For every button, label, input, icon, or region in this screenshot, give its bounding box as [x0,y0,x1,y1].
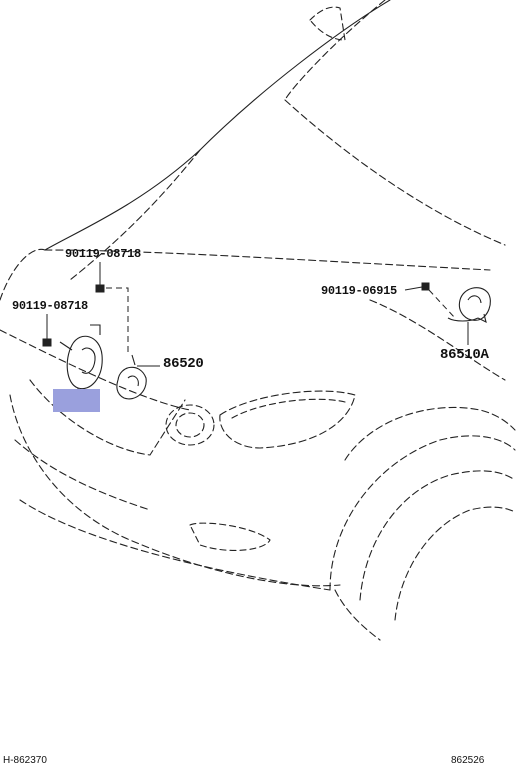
label-horn-high[interactable]: 86510A [440,347,489,363]
hood-front-line [44,249,491,271]
grille-frame [29,379,186,456]
label-bolt-upper[interactable]: 90119-08718 [65,247,141,261]
leader-bolt-right [404,286,423,291]
label-horn-low[interactable]: 86520 [163,356,204,372]
hood-left-line [69,149,201,281]
highlight-box [53,389,100,412]
tire-inner [359,470,516,601]
footer-left-code: H-862370 [3,755,47,766]
wheel-arch [344,406,516,461]
hood-crease [284,0,386,101]
body-lower [334,589,381,641]
fog-lamp [189,522,271,551]
bumper-face [9,394,341,587]
tire-rim [394,506,516,621]
hood-edge [44,0,391,251]
headlamp-inner [231,398,346,419]
fender-top [0,248,46,301]
hood-side [284,99,506,246]
windshield-line [309,6,346,41]
horn-right [447,287,491,324]
leader-bolt-right-dash [428,289,456,319]
grille-emblem [165,404,215,446]
bumper-top [0,329,191,411]
leader-bolt-upper-dash [106,287,129,355]
headlamp [219,390,356,449]
horn-low-left [59,324,103,398]
grille-emblem-inner [175,412,205,438]
fender-line [369,299,506,381]
tire-outer [329,435,516,591]
label-bolt-right[interactable]: 90119-06915 [321,284,397,298]
label-bolt-left[interactable]: 90119-08718 [12,299,88,313]
footer-right-code: 862526 [451,755,485,766]
horn-high-center [116,354,147,400]
bumper-bottom [19,499,331,591]
